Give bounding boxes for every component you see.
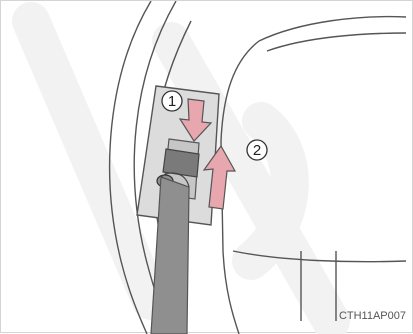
- figure-code: CTH11AP007: [339, 310, 406, 322]
- step-1-marker: 1: [162, 91, 182, 111]
- step-2-marker: 2: [247, 140, 267, 160]
- step-1-label: 1: [168, 93, 176, 110]
- step-2-label: 2: [253, 142, 261, 159]
